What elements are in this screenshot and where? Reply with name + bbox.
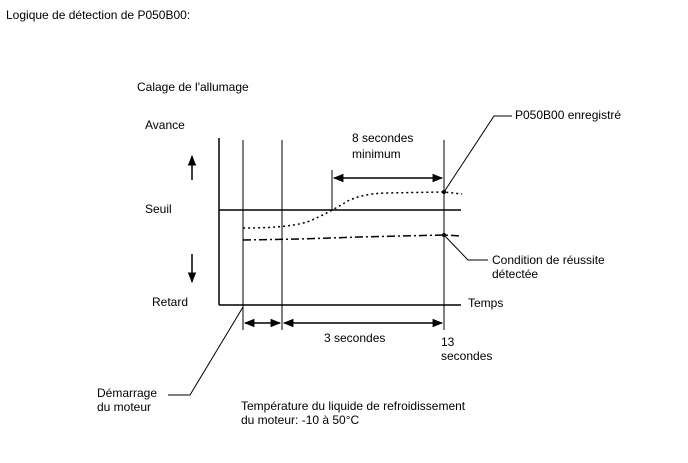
- success-callout-line1: Condition de réussite: [492, 253, 605, 267]
- start-leader-line: [168, 306, 244, 396]
- recorded-leader-line: [443, 115, 512, 193]
- success-leader-line: [443, 234, 488, 261]
- start-callout-line1: Démarrage: [97, 386, 157, 400]
- y-axis-title: Calage de l'allumage: [137, 80, 249, 94]
- duration-3s-label: 3 secondes: [324, 331, 385, 345]
- start-callout-line2: du moteur: [97, 400, 151, 414]
- level-label-retard: Retard: [152, 295, 188, 309]
- level-label-avance: Avance: [145, 118, 185, 132]
- duration-8s-label-line1: 8 secondes: [352, 131, 413, 145]
- coolant-note-line1: Température du liquide de refroidissemen…: [241, 399, 466, 413]
- x-axis-title: Temps: [468, 296, 503, 310]
- level-label-seuil: Seuil: [145, 202, 172, 216]
- recorded-callout: P050B00 enregistré: [515, 108, 621, 122]
- duration-13s-label-line2: secondes: [441, 349, 492, 363]
- success-callout-line2: détectée: [492, 267, 538, 281]
- duration-13s-label-line1: 13: [441, 335, 455, 349]
- duration-8s-label-line2: minimum: [352, 147, 401, 161]
- diagram-heading: Logique de détection de P050B00:: [6, 8, 190, 22]
- timing-curve-dotted: [242, 191, 463, 229]
- timing-curve-dashdot: [242, 234, 463, 241]
- coolant-note-line2: du moteur: -10 à 50°C: [241, 413, 360, 427]
